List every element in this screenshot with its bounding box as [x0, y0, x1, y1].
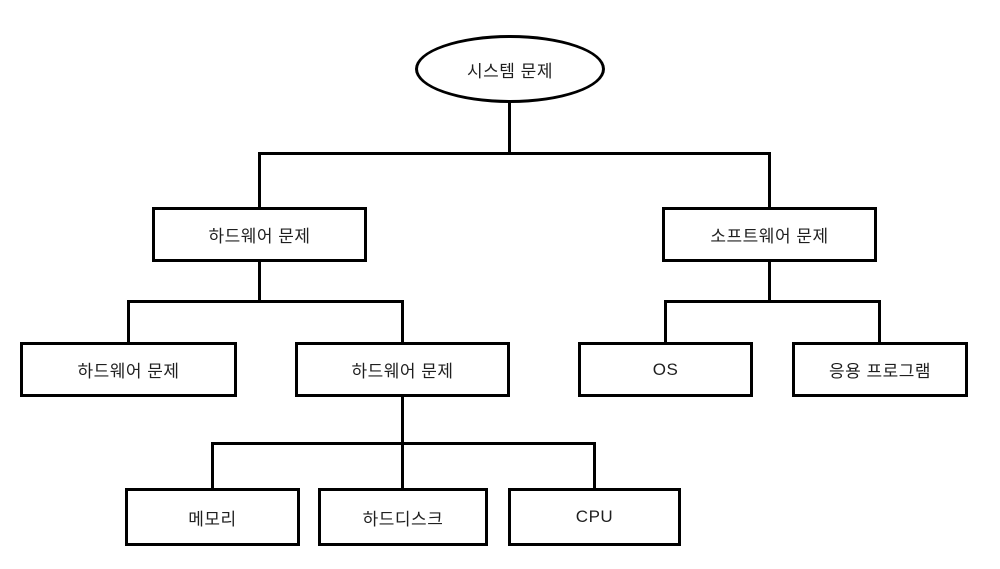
node-system-problem: 시스템 문제 — [415, 35, 605, 103]
connector-drop-hardware-child-1 — [127, 300, 130, 342]
connector-drop-hardware — [258, 152, 261, 207]
connector-hardware-child-2-trunk — [401, 397, 404, 442]
node-cpu: CPU — [508, 488, 681, 546]
node-application-program-label: 응용 프로그램 — [828, 362, 932, 381]
node-hard-disk-label: 하드디스크 — [362, 509, 444, 529]
connector-hardware-trunk — [258, 262, 261, 300]
node-hardware-problem-label: 하드웨어 문제 — [208, 227, 311, 246]
node-software-problem: 소프트웨어 문제 — [662, 207, 877, 262]
node-application-program: 응용 프로그램 — [792, 342, 968, 397]
node-hardware-child-2: 하드웨어 문제 — [295, 342, 510, 397]
connector-drop-software — [768, 152, 771, 207]
node-system-problem-label: 시스템 문제 — [467, 61, 553, 81]
node-hardware-child-1-label: 하드웨어 문제 — [77, 362, 180, 381]
node-memory-label: 메모리 — [188, 509, 237, 529]
node-os: OS — [578, 342, 753, 397]
connector-drop-hardware-child-2 — [401, 300, 404, 342]
connector-level2-right-horizontal — [664, 300, 881, 303]
connector-drop-cpu — [593, 442, 596, 488]
connector-drop-memory — [211, 442, 214, 488]
connector-drop-application — [878, 300, 881, 342]
node-software-problem-label: 소프트웨어 문제 — [710, 227, 829, 246]
connector-drop-hard-disk — [401, 442, 404, 488]
node-hardware-child-2-label: 하드웨어 문제 — [351, 362, 454, 381]
node-os-label: OS — [652, 359, 679, 379]
node-memory: 메모리 — [125, 488, 300, 546]
node-hard-disk: 하드디스크 — [318, 488, 488, 546]
connector-software-trunk — [768, 262, 771, 300]
connector-level1-horizontal — [258, 152, 771, 155]
node-hardware-child-1: 하드웨어 문제 — [20, 342, 237, 397]
connector-level2-left-horizontal — [127, 300, 404, 303]
node-hardware-problem: 하드웨어 문제 — [152, 207, 367, 262]
node-cpu-label: CPU — [575, 507, 614, 526]
connector-drop-os — [664, 300, 667, 342]
connector-root-trunk — [508, 103, 511, 152]
